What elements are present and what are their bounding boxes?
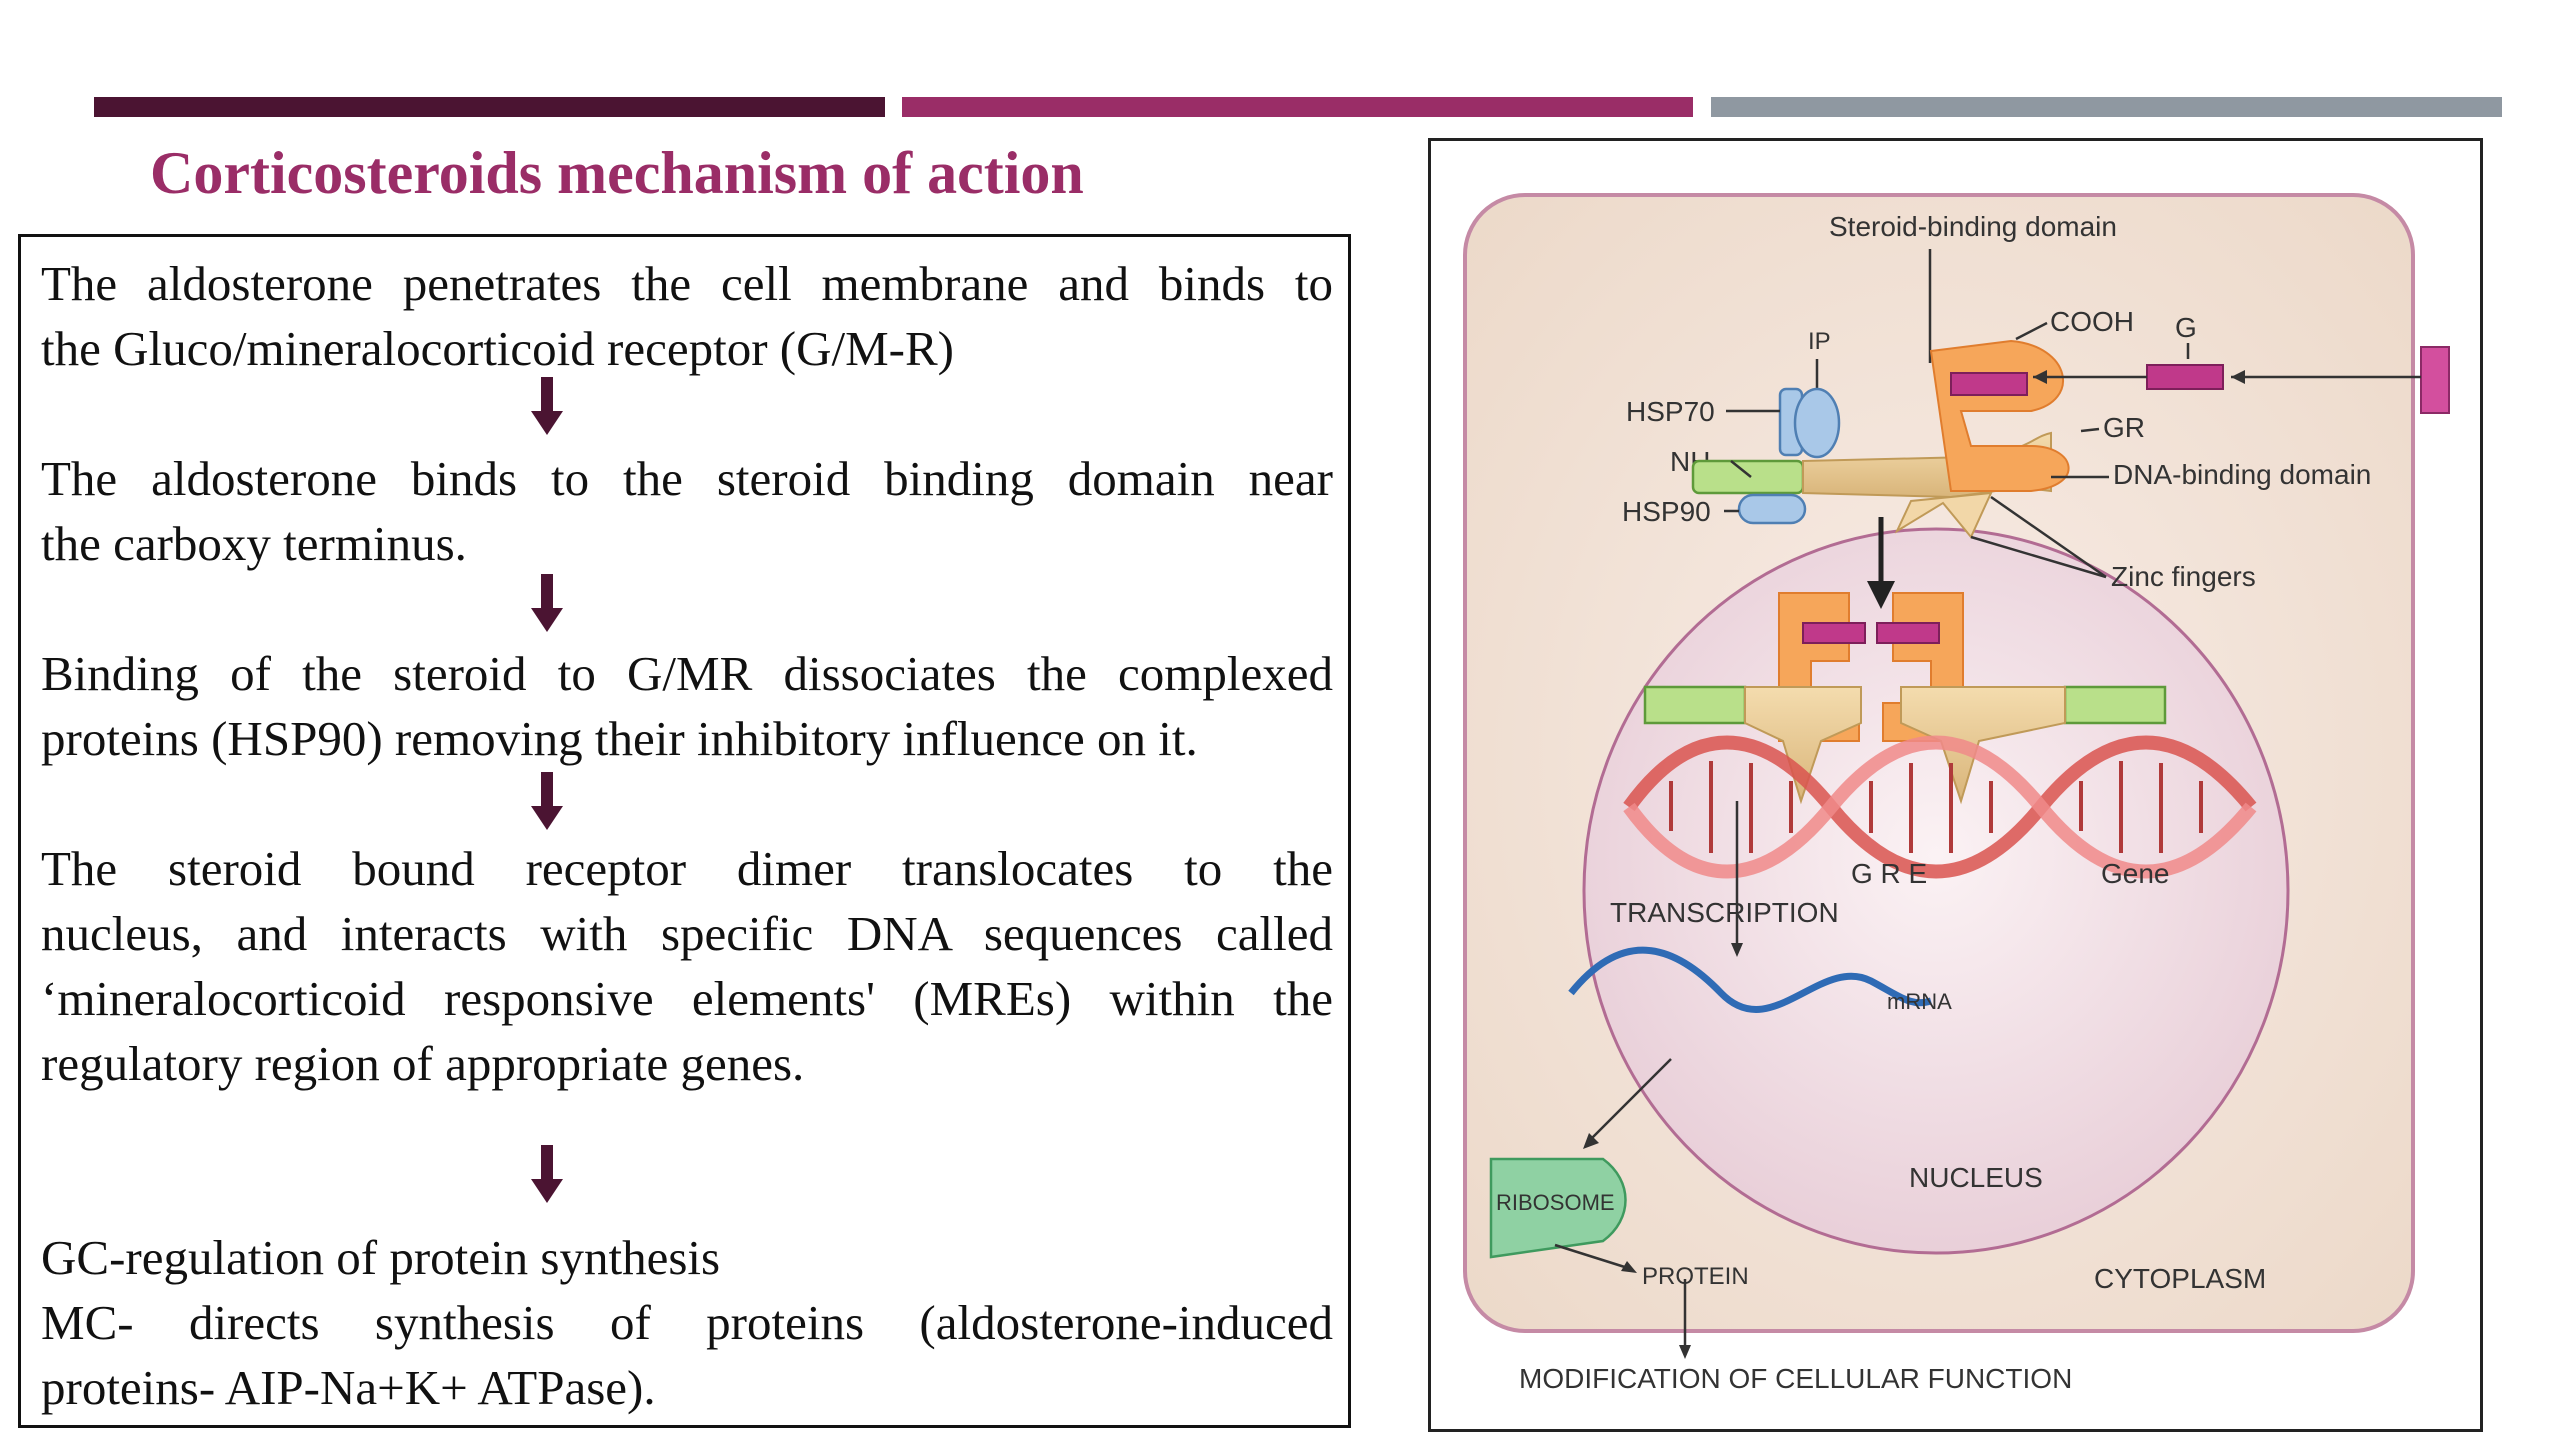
label-gre: G R E xyxy=(1851,858,1927,889)
ribosome-shape xyxy=(1489,1157,1627,1259)
label-gr: GR xyxy=(2103,412,2145,443)
label-cytoplasm: CYTOPLASM xyxy=(2094,1263,2266,1294)
step-5-line-2: MC- directs synthesis of proteins (aldos… xyxy=(41,1295,1333,1350)
step-2-line-2: the carboxy terminus. xyxy=(41,516,467,571)
down-arrow-icon xyxy=(531,574,563,632)
step-1-text: The aldosterone penetrates the cell memb… xyxy=(41,251,1333,381)
free-steroid-shape xyxy=(2146,364,2224,390)
label-nucleus: NUCLEUS xyxy=(1909,1162,2043,1193)
down-arrow-icon xyxy=(531,377,563,435)
hsp90-shape xyxy=(1737,493,1807,525)
down-arrow-icon xyxy=(531,772,563,830)
accent-bar-magenta xyxy=(902,97,1693,117)
step-5-line-3: proteins- AIP-Na+K+ ATPase). xyxy=(41,1360,656,1415)
label-ip: IP xyxy=(1808,328,1831,355)
label-hsp90: HSP90 xyxy=(1622,496,1711,527)
step-4-text: The steroid bound receptor dimer translo… xyxy=(41,836,1333,1096)
accent-bar-gray xyxy=(1711,97,2502,117)
step-2-line-1: The aldosterone binds to the steroid bin… xyxy=(41,451,1333,506)
step-3-line-1: Binding of the steroid to G/MR dissociat… xyxy=(41,646,1333,701)
label-protein: PROTEIN xyxy=(1642,1263,1749,1290)
label-modification: MODIFICATION OF CELLULAR FUNCTION xyxy=(1519,1363,2072,1394)
step-1-line-1: The aldosterone penetrates the cell memb… xyxy=(41,256,1333,311)
label-mrna: mRNA xyxy=(1887,989,1952,1014)
step-4-line-1: The steroid bound receptor dimer translo… xyxy=(41,841,1333,896)
extracellular-steroid-shape xyxy=(2420,346,2450,414)
step-5-text: GC-regulation of protein synthesis MC- d… xyxy=(41,1225,1333,1420)
label-ribosome: RIBOSOME xyxy=(1496,1190,1615,1215)
step-2-text: The aldosterone binds to the steroid bin… xyxy=(41,446,1333,576)
step-4-line-2: nucleus, and interacts with specific DNA… xyxy=(41,906,1333,961)
label-zinc-fingers: Zinc fingers xyxy=(2111,561,2256,592)
bound-steroid-shape xyxy=(1950,372,2028,396)
diagram-svg: Steroid-binding domain COOH G IP HSP70 N… xyxy=(1463,193,2450,1394)
label-hsp70: HSP70 xyxy=(1626,396,1715,427)
down-arrow-icon xyxy=(531,1145,563,1203)
step-5-line-1: GC-regulation of protein synthesis xyxy=(41,1230,721,1285)
label-dna-binding-domain: DNA-binding domain xyxy=(2113,459,2371,490)
step-1-line-2: the Gluco/mineralocorticoid receptor (G/… xyxy=(41,321,954,376)
label-transcription: TRANSCRIPTION xyxy=(1610,897,1839,928)
label-steroid-binding-domain: Steroid-binding domain xyxy=(1829,211,2117,242)
step-4-line-4: regulatory region of appropriate genes. xyxy=(41,1036,805,1091)
dna-strand-2 xyxy=(1623,735,2257,879)
accent-bar-dark xyxy=(94,97,885,117)
mechanism-diagram: Steroid-binding domain COOH G IP HSP70 N… xyxy=(1428,138,2483,1432)
step-3-line-2: proteins (HSP90) removing their inhibito… xyxy=(41,711,1198,766)
step-3-text: Binding of the steroid to G/MR dissociat… xyxy=(41,641,1333,771)
mechanism-text-box: The aldosterone penetrates the cell memb… xyxy=(18,234,1351,1428)
label-gene: Gene xyxy=(2101,858,2170,889)
label-cooh: COOH xyxy=(2050,306,2134,337)
dna-strand-1 xyxy=(1623,735,2257,879)
label-g: G xyxy=(2175,312,2197,343)
nh2-domain-shape xyxy=(1691,459,1805,495)
mrna-strand xyxy=(1568,946,1933,1013)
slide-title: Corticosteroids mechanism of action xyxy=(150,140,1084,206)
step-4-line-3: ‘mineralocorticoid responsive elements' … xyxy=(41,971,1333,1026)
ip-shape xyxy=(1793,387,1841,459)
